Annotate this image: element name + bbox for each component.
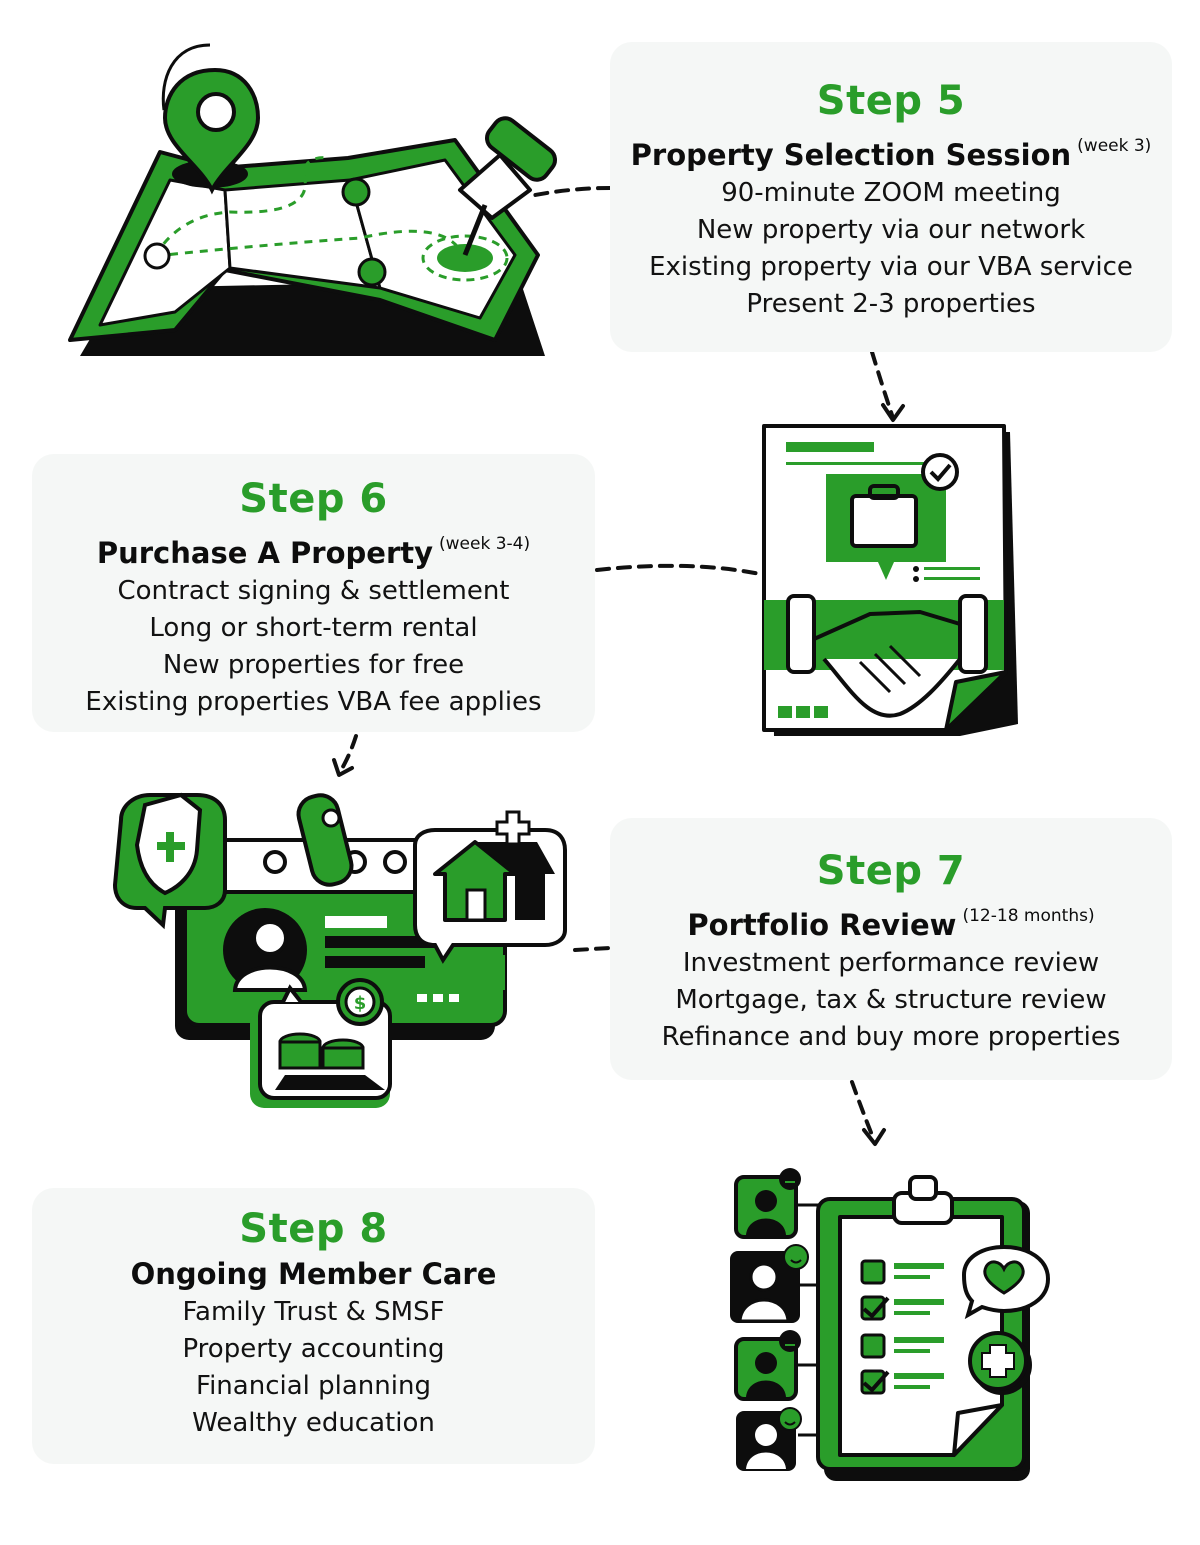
portfolio-dashboard-icon: $	[112, 792, 567, 1108]
step8-line: Family Trust & SMSF	[182, 1297, 445, 1327]
step8-subtitle: Ongoing Member Care	[130, 1257, 497, 1291]
step5-note: (week 3)	[1077, 136, 1152, 156]
step5-line: Present 2-3 properties	[746, 289, 1036, 319]
step6-line: Existing properties VBA fee applies	[85, 687, 542, 717]
connector-step6-contract	[595, 563, 762, 576]
step7-title: Step 7	[816, 848, 966, 894]
step7-line: Refinance and buy more properties	[661, 1022, 1121, 1052]
connector-step7-dashboard	[573, 946, 612, 952]
step8-line: Property accounting	[182, 1334, 445, 1364]
member-care-clipboard-icon	[730, 1168, 1051, 1481]
step7-card: Step 7 Portfolio Review(12-18 months) In…	[610, 818, 1172, 1080]
step7-note: (12-18 months)	[962, 906, 1095, 926]
step6-title: Step 6	[239, 476, 388, 522]
step5-line: New property via our network	[696, 215, 1086, 245]
avatar	[734, 1168, 801, 1239]
step8-card: Step 8 Ongoing Member Care Family Trust …	[32, 1188, 595, 1464]
step6-card: Step 6 Purchase A Property(week 3-4) Con…	[32, 454, 595, 732]
connector-step5-down	[870, 350, 894, 417]
step5-card: Step 5 Property Selection Session(week 3…	[610, 42, 1172, 352]
step8-line: Wealthy education	[192, 1408, 435, 1438]
svg-text:$: $	[354, 993, 367, 1014]
step5-subtitle: Property Selection Session(week 3)	[630, 136, 1152, 172]
connector-step6-down	[338, 734, 358, 774]
map-with-pin-icon	[68, 43, 557, 356]
step6-subtitle: Purchase A Property(week 3-4)	[96, 534, 531, 570]
step6-line: Contract signing & settlement	[117, 576, 510, 606]
step6-line: Long or short-term rental	[149, 613, 478, 643]
contract-handshake-icon	[762, 424, 1018, 736]
step7-line: Investment performance review	[682, 948, 1100, 978]
connector-step7-down	[850, 1080, 876, 1142]
connector-step5-map	[528, 186, 612, 198]
step6-note: (week 3-4)	[439, 534, 531, 554]
step5-title: Step 5	[816, 78, 966, 124]
step5-line: Existing property via our VBA service	[649, 252, 1133, 282]
step7-line: Mortgage, tax & structure review	[675, 985, 1107, 1015]
step7-subtitle: Portfolio Review(12-18 months)	[687, 906, 1095, 942]
step5-line: 90-minute ZOOM meeting	[721, 178, 1061, 208]
step6-line: New properties for free	[162, 650, 465, 680]
step8-line: Financial planning	[196, 1371, 431, 1401]
step8-title: Step 8	[239, 1206, 388, 1252]
